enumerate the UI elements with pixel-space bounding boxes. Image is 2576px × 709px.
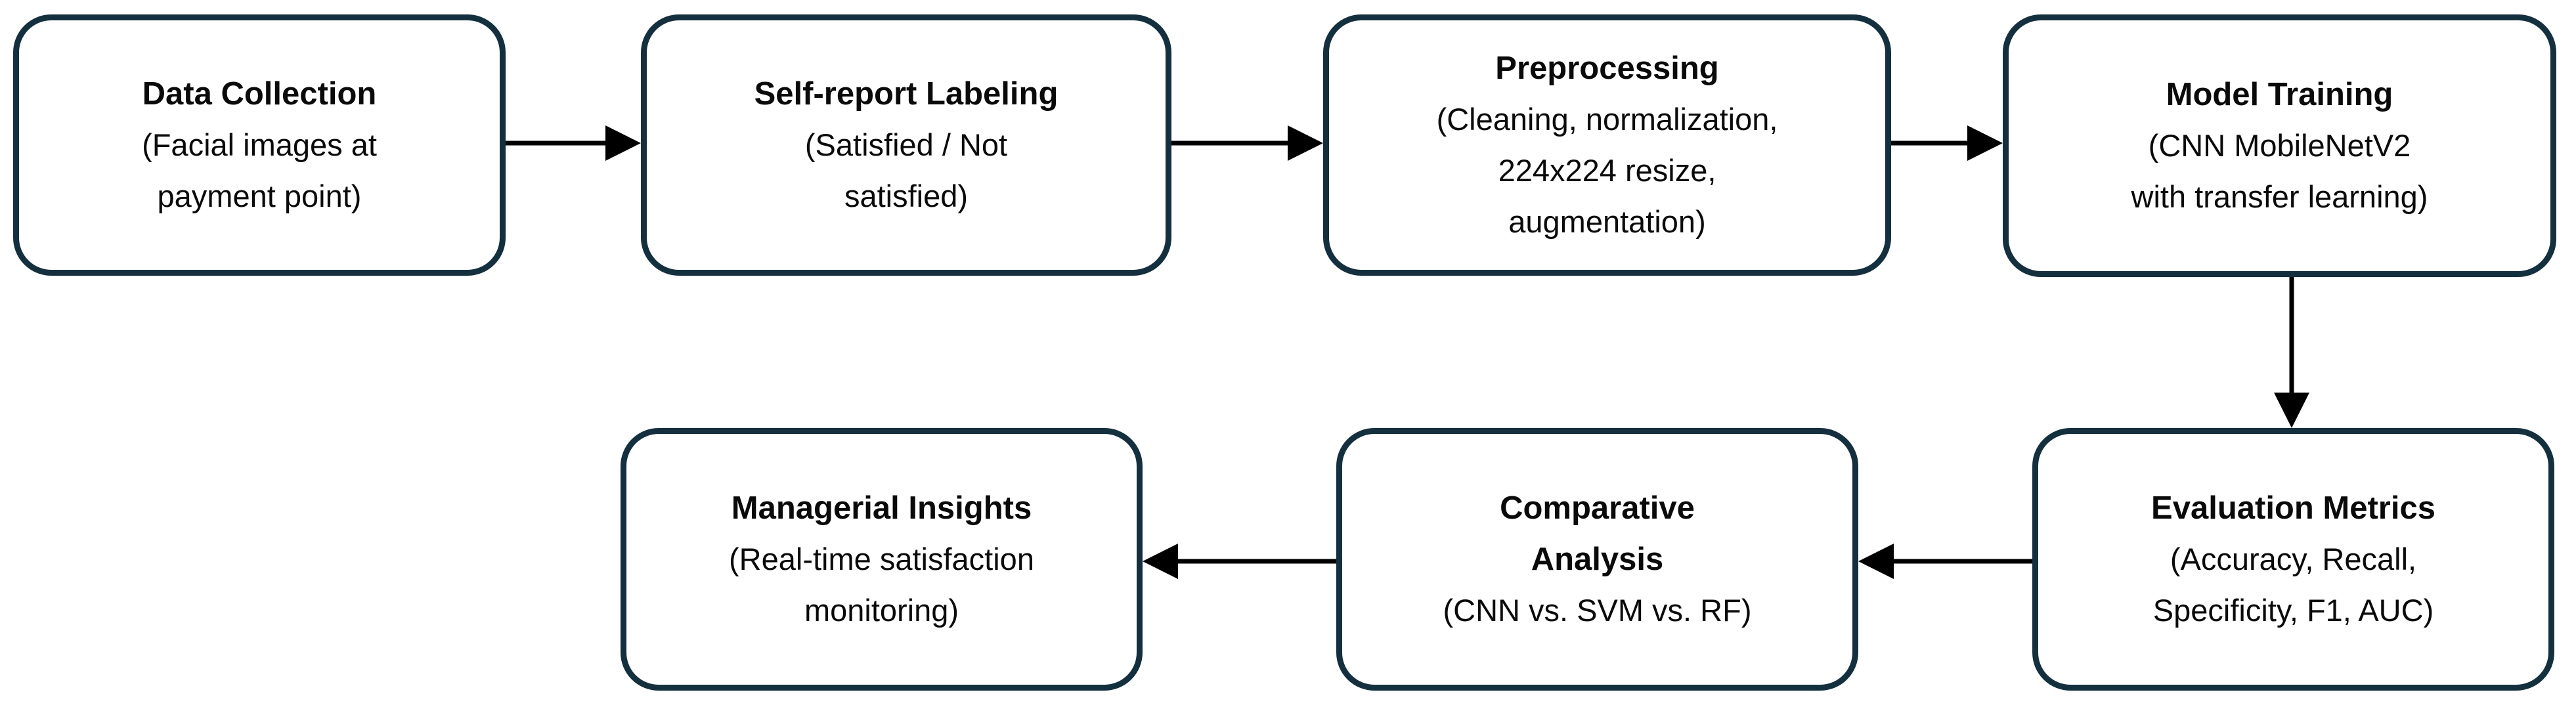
node-self-report-labeling: Self-report Labeling (Satisfied / Not sa… <box>641 14 1171 276</box>
arrow-data-collection-to-self-report-labeling <box>506 125 641 161</box>
node-title: Comparative Analysis <box>1500 490 1695 577</box>
node-title: Model Training <box>2166 77 2393 112</box>
node-subtitle: (CNN vs. SVM vs. RF) <box>1443 593 1752 628</box>
node-managerial-insights: Managerial Insights (Real-time satisfact… <box>621 428 1143 691</box>
arrow-head-left-icon <box>1858 544 1894 579</box>
arrow-head-down-icon <box>2274 393 2309 428</box>
node-comparative-analysis: Comparative Analysis (CNN vs. SVM vs. RF… <box>1336 428 1858 691</box>
node-title: Managerial Insights <box>731 490 1032 526</box>
node-title: Preprocessing <box>1495 51 1719 86</box>
node-model-training: Model Training (CNN MobileNetV2 with tra… <box>2003 14 2556 277</box>
arrow-evaluation-metrics-to-comparative-analysis <box>1858 544 2032 579</box>
node-subtitle: (Facial images at payment point) <box>142 127 377 213</box>
arrow-model-training-to-evaluation-metrics <box>2274 277 2309 428</box>
node-subtitle: (Satisfied / Not satisfied) <box>804 127 1008 213</box>
arrow-head-right-icon <box>1967 125 2003 161</box>
node-subtitle: (Cleaning, normalization, 224x224 resize… <box>1436 102 1778 239</box>
node-title: Data Collection <box>142 76 377 112</box>
node-subtitle: (Accuracy, Recall, Specificity, F1, AUC) <box>2152 542 2434 628</box>
arrow-head-right-icon <box>605 125 641 161</box>
node-data-collection: Data Collection (Facial images at paymen… <box>13 14 506 276</box>
node-subtitle: (CNN MobileNetV2 with transfer learning) <box>2131 128 2428 214</box>
arrow-comparative-analysis-to-managerial-insights <box>1143 544 1336 579</box>
arrow-head-right-icon <box>1288 125 1323 161</box>
arrow-head-left-icon <box>1143 544 1178 579</box>
node-evaluation-metrics: Evaluation Metrics (Accuracy, Recall, Sp… <box>2032 428 2554 691</box>
arrow-preprocessing-to-model-training <box>1891 125 2003 161</box>
node-preprocessing: Preprocessing (Cleaning, normalization, … <box>1323 14 1891 276</box>
node-title: Self-report Labeling <box>754 76 1059 112</box>
node-subtitle: (Real-time satisfaction monitoring) <box>729 542 1034 628</box>
arrow-self-report-labeling-to-preprocessing <box>1171 125 1323 161</box>
node-title: Evaluation Metrics <box>2151 490 2435 526</box>
